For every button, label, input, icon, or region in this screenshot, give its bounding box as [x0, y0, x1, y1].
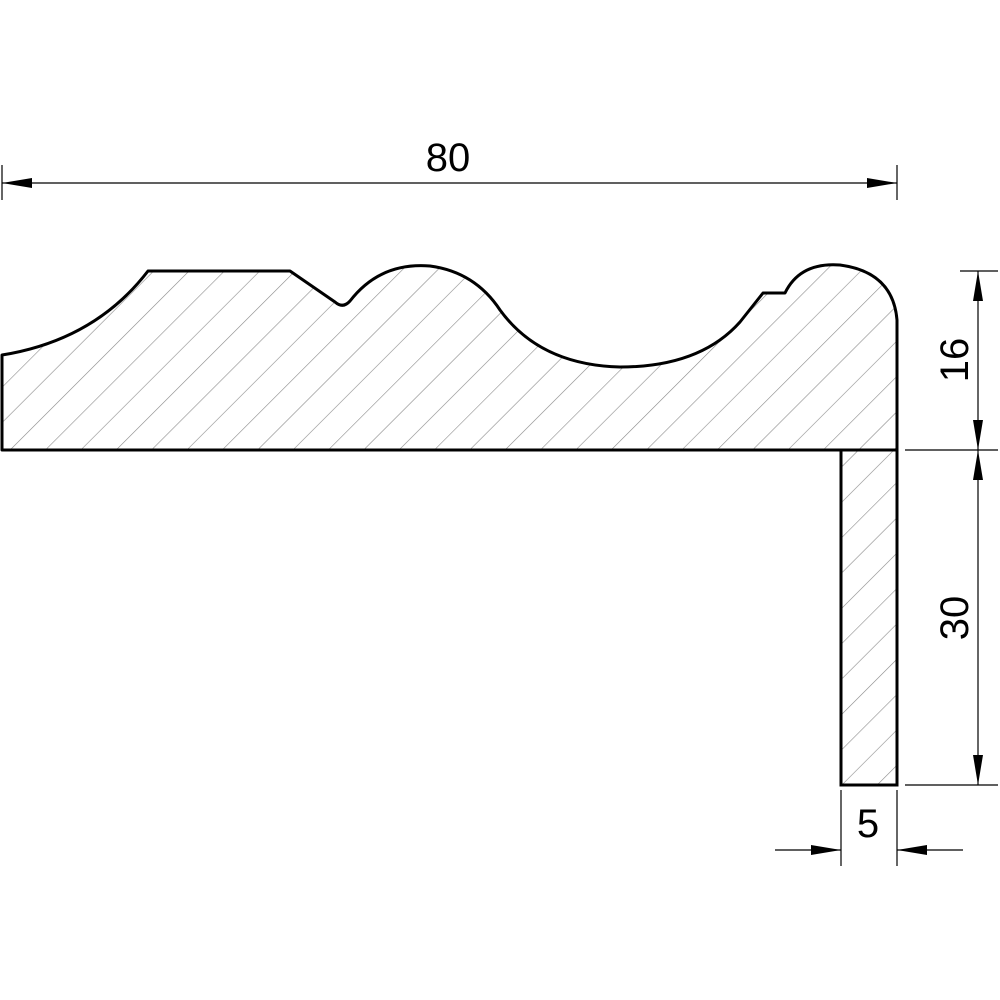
- dimension-label-profile-height: 16: [933, 338, 977, 383]
- moulding-profile: [0, 263, 899, 452]
- dimension-leg-thickness: [775, 790, 963, 866]
- dimension-label-leg-height: 30: [933, 596, 977, 641]
- dimension-label-leg-thickness: 5: [857, 802, 879, 846]
- dimension-width: [1, 165, 898, 200]
- leg-section: [839, 448, 899, 787]
- dimension-label-width: 80: [426, 136, 471, 180]
- dimension-heights: [905, 270, 998, 786]
